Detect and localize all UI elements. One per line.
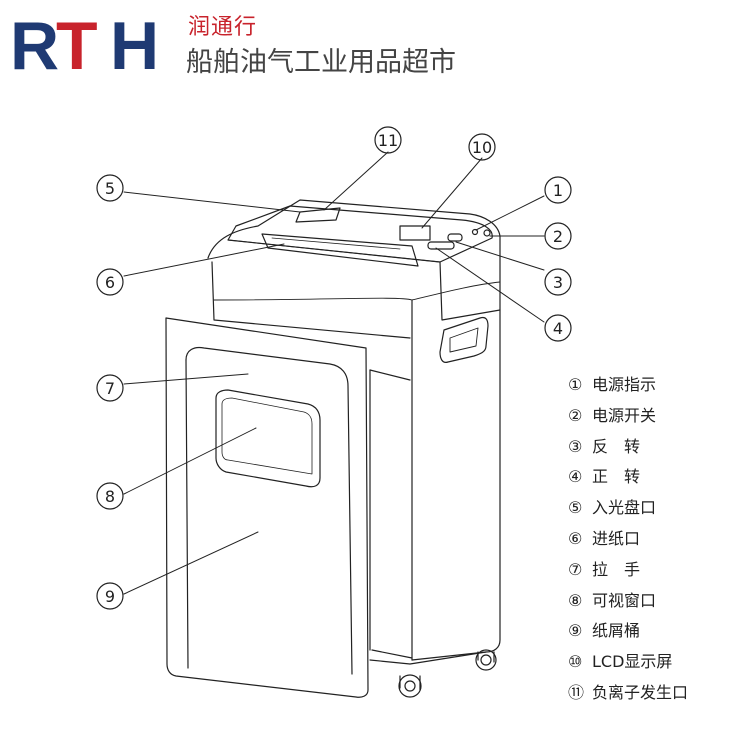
caster-wheels <box>398 649 497 698</box>
bin-door <box>165 317 369 698</box>
lcd-screen <box>399 225 431 241</box>
legend-marker: ⑩ <box>568 652 583 672</box>
legend-label: 电源指示 <box>592 375 657 394</box>
legend-item: ① 电源指示 <box>568 372 688 403</box>
legend-item: ⑥ 进纸口 <box>568 526 688 557</box>
svg-text:1: 1 <box>553 181 563 200</box>
callout-8: 8 <box>96 482 124 510</box>
legend-label: 进纸口 <box>592 528 641 548</box>
svg-text:10: 10 <box>472 138 492 157</box>
callout-6: 6 <box>96 268 124 296</box>
callout-4: 4 <box>544 314 572 342</box>
callout-5: 5 <box>96 174 124 202</box>
svg-text:2: 2 <box>553 227 563 246</box>
legend-label: 正 转 <box>592 467 641 487</box>
legend-item: ④ 正 转 <box>568 464 688 495</box>
brand-header: R T H 润通行 船舶油气工业用品超市 <box>10 12 510 82</box>
callout-circles: 11 10 1 2 3 4 5 6 <box>96 126 572 610</box>
callout-9: 9 <box>96 582 124 610</box>
svg-text:4: 4 <box>553 319 563 338</box>
logo-letter-t: T <box>56 8 98 84</box>
power-switch <box>483 229 491 237</box>
reverse-button <box>447 233 463 242</box>
legend-label: 负离子发生口 <box>592 682 689 702</box>
svg-text:8: 8 <box>105 487 115 506</box>
logo-letter-h: H <box>110 8 159 84</box>
legend-marker: ⑥ <box>568 528 583 548</box>
viewing-window <box>215 389 321 488</box>
legend-item: ⑧ 可视窗口 <box>568 588 688 619</box>
svg-text:9: 9 <box>105 587 115 606</box>
legend-item: ⑨ 纸屑桶 <box>568 618 688 649</box>
legend-item: ⑩ LCD显示屏 <box>568 649 688 680</box>
callout-10: 10 <box>468 133 496 161</box>
svg-text:3: 3 <box>553 273 563 292</box>
callout-7: 7 <box>96 374 124 402</box>
svg-text:7: 7 <box>105 379 115 398</box>
callout-2: 2 <box>544 222 572 250</box>
paper-feed-slot <box>261 233 419 267</box>
legend-marker: ⑧ <box>568 590 583 610</box>
legend-label: 纸屑桶 <box>592 621 641 641</box>
callout-1: 1 <box>544 176 572 204</box>
power-indicator <box>471 228 479 236</box>
side-handle <box>439 316 489 363</box>
brand-name-chinese: 润通行 <box>188 15 258 40</box>
logo-letter-r: R <box>10 8 59 84</box>
leader-lines <box>123 151 545 595</box>
svg-text:11: 11 <box>378 131 398 150</box>
legend-item: ⑪ 负离子发生口 <box>568 680 688 711</box>
legend-marker: ⑦ <box>568 559 583 579</box>
forward-button <box>427 241 455 250</box>
svg-text:6: 6 <box>105 273 115 292</box>
legend-marker: ① <box>568 375 583 394</box>
legend-marker: ④ <box>568 467 583 487</box>
legend-label: 入光盘口 <box>592 498 657 518</box>
svg-text:5: 5 <box>105 179 115 198</box>
legend-marker: ③ <box>568 436 583 456</box>
legend-marker: ⑪ <box>568 682 585 702</box>
legend-marker: ⑤ <box>568 498 583 518</box>
legend-label: LCD显示屏 <box>592 652 673 672</box>
legend-item: ⑤ 入光盘口 <box>568 495 688 526</box>
legend-label: 拉 手 <box>592 559 641 579</box>
legend-label: 可视窗口 <box>592 590 657 610</box>
brand-tagline: 船舶油气工业用品超市 <box>186 47 456 78</box>
legend-marker: ② <box>568 405 583 425</box>
legend-item: ⑦ 拉 手 <box>568 557 688 588</box>
legend-item: ② 电源开关 <box>568 403 688 434</box>
callout-11: 11 <box>374 126 402 154</box>
shredder-body <box>207 199 501 698</box>
legend-label: 反 转 <box>592 436 641 456</box>
cd-slot <box>295 207 341 223</box>
legend-item: ③ 反 转 <box>568 434 688 465</box>
legend-marker: ⑨ <box>568 621 583 641</box>
callout-3: 3 <box>544 268 572 296</box>
legend-label: 电源开关 <box>592 405 657 425</box>
